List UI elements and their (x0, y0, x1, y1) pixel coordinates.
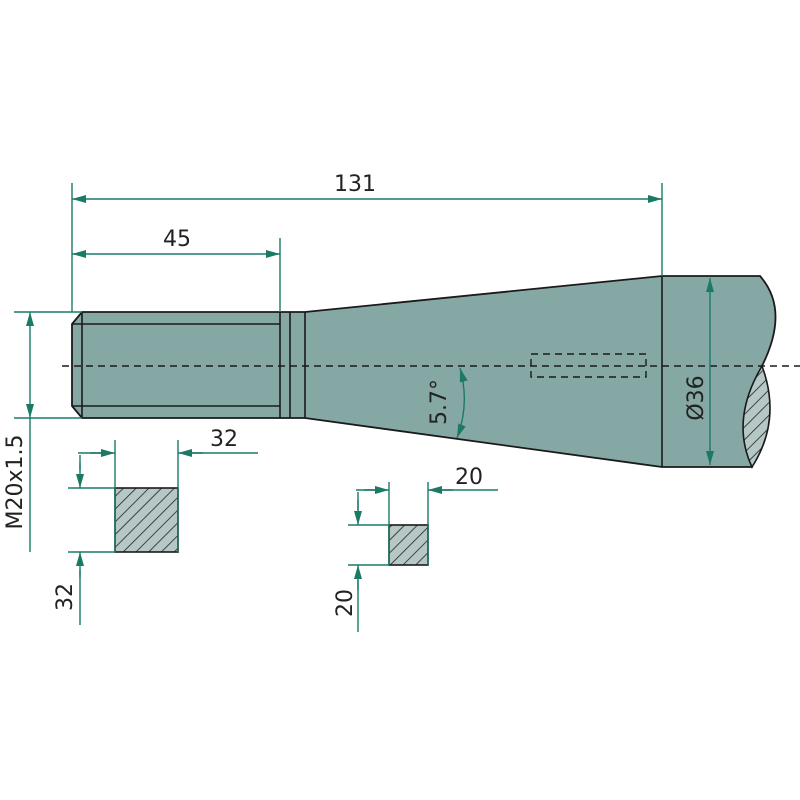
dimension-20-height: 20 (333, 492, 389, 632)
svg-text:M20x1.5: M20x1.5 (3, 435, 28, 530)
small-cross-section (388, 524, 429, 566)
dimension-45: 45 (72, 227, 281, 312)
pin-body (62, 275, 800, 469)
dimension-20-width: 20 (356, 465, 498, 565)
dimension-32-width: 32 (78, 427, 258, 552)
dimension-thread: M20x1.5 (3, 311, 82, 552)
svg-text:20: 20 (455, 465, 483, 490)
large-cross-section (114, 487, 179, 553)
svg-text:Ø36: Ø36 (684, 375, 709, 420)
svg-text:131: 131 (334, 172, 376, 197)
dimension-diameter: Ø36 (684, 278, 714, 465)
dimension-131: 131 (71, 172, 663, 312)
dimension-angle: 5.7° (427, 367, 468, 439)
svg-text:5.7°: 5.7° (427, 379, 452, 425)
dimension-32-height: 32 (53, 455, 115, 625)
section-cut-hatch (742, 364, 771, 469)
svg-text:45: 45 (163, 227, 191, 252)
svg-text:20: 20 (333, 589, 358, 617)
svg-text:32: 32 (53, 583, 78, 611)
svg-text:32: 32 (210, 427, 238, 452)
